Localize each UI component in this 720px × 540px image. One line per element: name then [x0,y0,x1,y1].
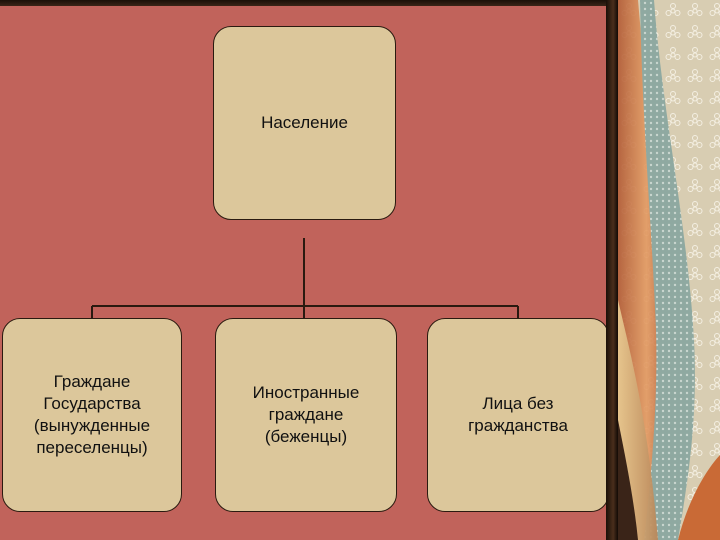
root-node-population: Население [213,26,396,220]
slide-frame-top [0,0,618,6]
child-node-foreign-citizens: Иностранные граждане (беженцы) [215,318,397,512]
orange-curl [678,455,720,540]
connector-lines [91,238,519,318]
child-node-stateless-persons: Лица без гражданства [427,318,609,512]
dark-ribbon [618,420,638,540]
decorative-side-panel [618,0,720,540]
green-ribbon [640,0,695,540]
child-node-citizens: Граждане Государства (вынужденные пересе… [2,318,182,512]
slide-frame-right [606,0,618,540]
